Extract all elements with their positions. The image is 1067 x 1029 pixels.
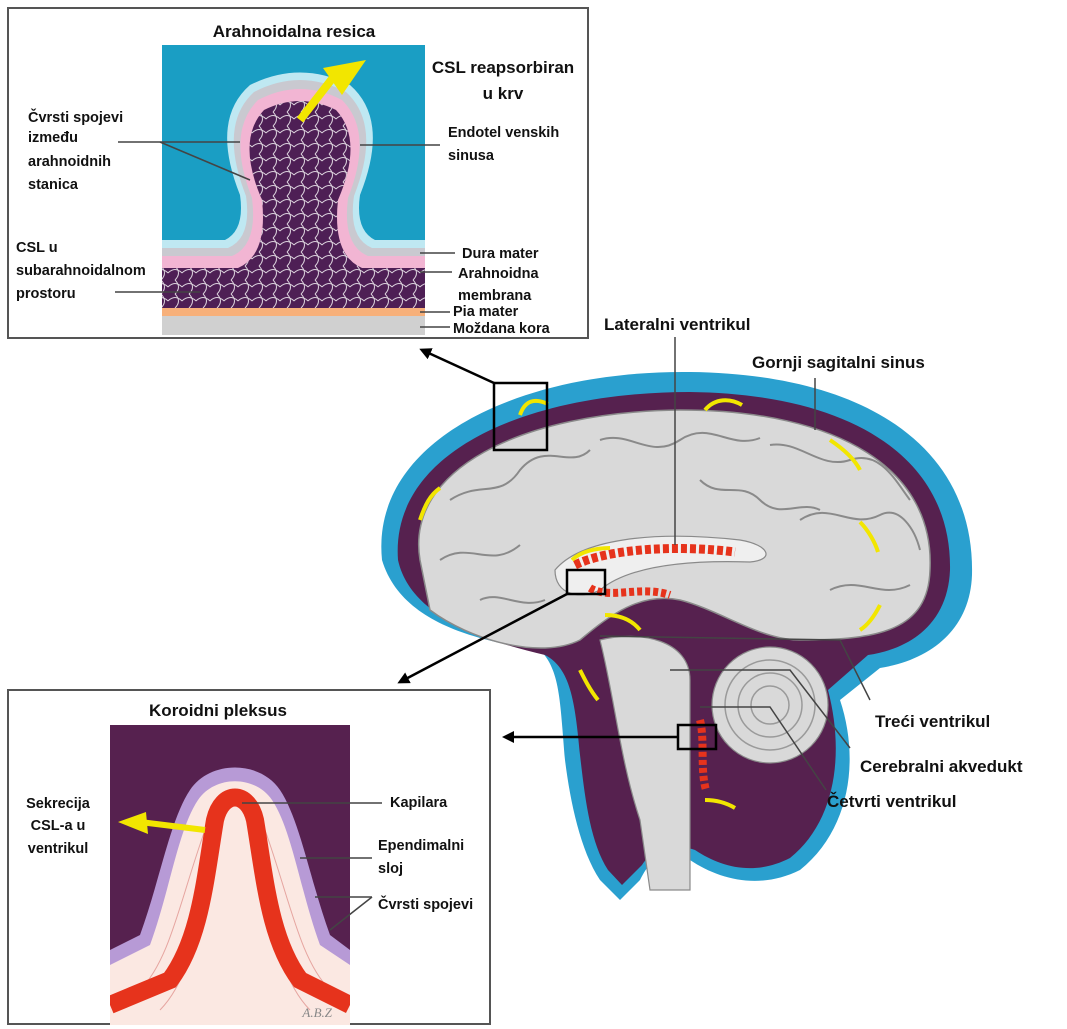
label-csf-subarachnoid-line2: subarahnoidalnom (16, 263, 146, 279)
choroid-plexus-panel: Koroidni pleksus Sekrecija CSL-a u ventr… (8, 690, 490, 1025)
artist-signature: A.B.Z (301, 1005, 332, 1020)
label-arachnoid-line2: membrana (458, 288, 532, 304)
label-csf-subarachnoid-line3: prostoru (16, 286, 76, 302)
label-fourth-ventricle: Četvrti ventrikul (827, 792, 956, 811)
label-third-ventricle: Treći ventrikul (875, 712, 990, 731)
label-dura: Dura mater (462, 246, 539, 262)
arachnoid-granulation-panel: Arahnoidalna resica CSL reapsorbiran u k… (8, 8, 588, 338)
label-cortex: Moždana kora (453, 321, 551, 337)
label-cerebral-aqueduct: Cerebralni akvedukt (860, 757, 1023, 776)
cortex-layer (162, 316, 425, 335)
arrow-to-arachnoid-panel (422, 350, 494, 383)
label-ependymal-line1: Ependimalni (378, 838, 464, 854)
label-csf-subarachnoid-line1: CSL u (16, 240, 58, 256)
label-csf-reabsorbed-line2: u krv (483, 84, 524, 103)
choroid-illustration (110, 725, 350, 1025)
label-tight-junctions-line2: između (28, 130, 78, 146)
label-secretion-line2: CSL-a u (31, 818, 86, 834)
arachnoid-panel-title: Arahnoidalna resica (213, 22, 376, 41)
label-ependymal-line2: sloj (378, 861, 403, 877)
label-endothelium-line1: Endotel venskih (448, 125, 559, 141)
cerebellum (712, 647, 828, 763)
label-csf-reabsorbed-line1: CSL reapsorbiran (432, 58, 574, 77)
label-tight-junctions-line3: arahnoidnih (28, 154, 111, 170)
pia-layer (162, 308, 425, 316)
arachnoid-illustration (162, 45, 425, 335)
label-lateral-ventricle: Lateralni ventrikul (604, 315, 750, 334)
fourth-ventricle-choroid (700, 720, 706, 790)
label-capillary: Kapilara (390, 795, 448, 811)
label-tight-junctions-choroid: Čvrsti spojevi (378, 895, 473, 913)
label-tight-junctions-line4: stanica (28, 177, 79, 193)
label-secretion-line1: Sekrecija (26, 796, 91, 812)
label-arachnoid-line1: Arahnoidna (458, 266, 539, 282)
choroid-panel-title: Koroidni pleksus (149, 701, 287, 720)
label-secretion-line3: ventrikul (28, 841, 88, 857)
label-superior-sagittal-sinus: Gornji sagitalni sinus (752, 353, 925, 372)
label-endothelium-line2: sinusa (448, 148, 495, 164)
label-pia: Pia mater (453, 304, 519, 320)
label-tight-junctions-line1: Čvrsti spojevi (28, 108, 123, 126)
